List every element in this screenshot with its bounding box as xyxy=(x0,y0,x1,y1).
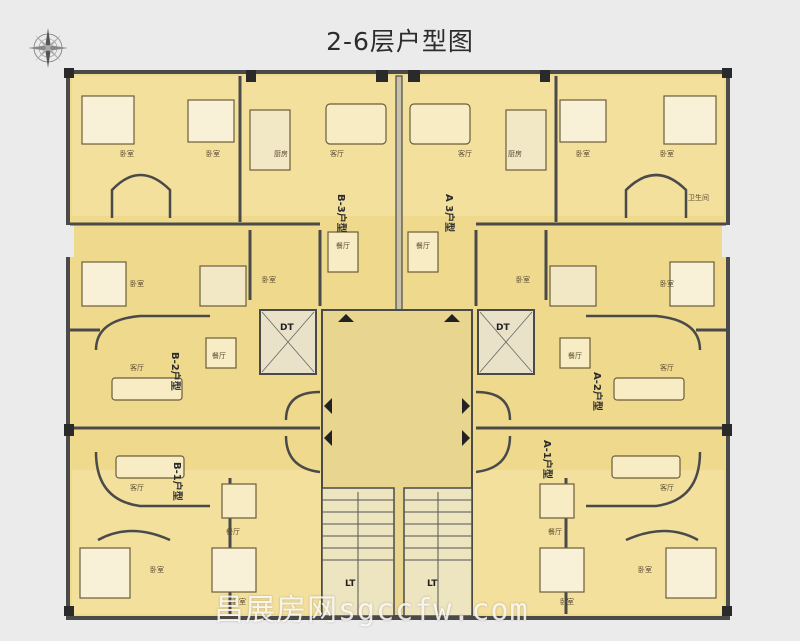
room-label: 厨房 xyxy=(274,149,288,158)
unit-label-b1: B-1户型 xyxy=(171,462,184,501)
room-label: 餐厅 xyxy=(226,527,240,536)
room-label: 餐厅 xyxy=(568,351,582,360)
compass-rose-icon xyxy=(28,28,68,68)
room-label: 卧室 xyxy=(232,597,246,606)
room-label: 客厅 xyxy=(130,483,144,492)
stair-arrow-icon xyxy=(462,398,470,414)
room-label: 客厅 xyxy=(660,483,674,492)
room-label: 卧室 xyxy=(560,597,574,606)
room-label: 卧室 xyxy=(262,275,276,284)
room-label: 卧室 xyxy=(638,565,652,574)
room-label: 餐厅 xyxy=(548,527,562,536)
stair-arrow-icon xyxy=(324,398,332,414)
room-label: 餐厅 xyxy=(416,241,430,250)
room-label: 厨房 xyxy=(508,149,522,158)
stair-label-right: LT xyxy=(427,579,438,589)
room-label: 卧室 xyxy=(150,565,164,574)
room-label: 卫生间 xyxy=(688,193,709,202)
stair-arrow-icon xyxy=(462,430,470,446)
room-label: 客厅 xyxy=(458,149,472,158)
room-label: 卧室 xyxy=(120,149,134,158)
room-label: 客厅 xyxy=(130,363,144,372)
unit-label-a3: A 3户型 xyxy=(443,194,456,232)
room-label: 客厅 xyxy=(330,149,344,158)
stair-arrow-icon xyxy=(338,314,354,322)
unit-label-b3: B-3户型 xyxy=(335,194,348,233)
room-label: 卧室 xyxy=(660,149,674,158)
room-label: 卧室 xyxy=(206,149,220,158)
elevator-label-left: DT xyxy=(280,323,294,333)
stair-arrow-icon xyxy=(324,430,332,446)
unit-label-b2: B-2户型 xyxy=(169,352,182,391)
elevator-label-right: DT xyxy=(496,323,510,333)
stair-label-left: LT xyxy=(345,579,356,589)
unit-label-a1: A-1户型 xyxy=(541,440,554,479)
unit-label-a2: A-2户型 xyxy=(591,372,604,411)
room-label: 卧室 xyxy=(660,279,674,288)
room-label: 卧室 xyxy=(516,275,530,284)
stair-arrow-icon xyxy=(444,314,460,322)
room-label: 餐厅 xyxy=(212,351,226,360)
watermark: 昌展房网sgccfw.com xyxy=(214,593,529,628)
room-label: 卧室 xyxy=(576,149,590,158)
room-label: 餐厅 xyxy=(336,241,350,250)
room-label: 客厅 xyxy=(660,363,674,372)
plan-title: 2-6层户型图 xyxy=(326,27,474,56)
room-label: 卧室 xyxy=(130,279,144,288)
